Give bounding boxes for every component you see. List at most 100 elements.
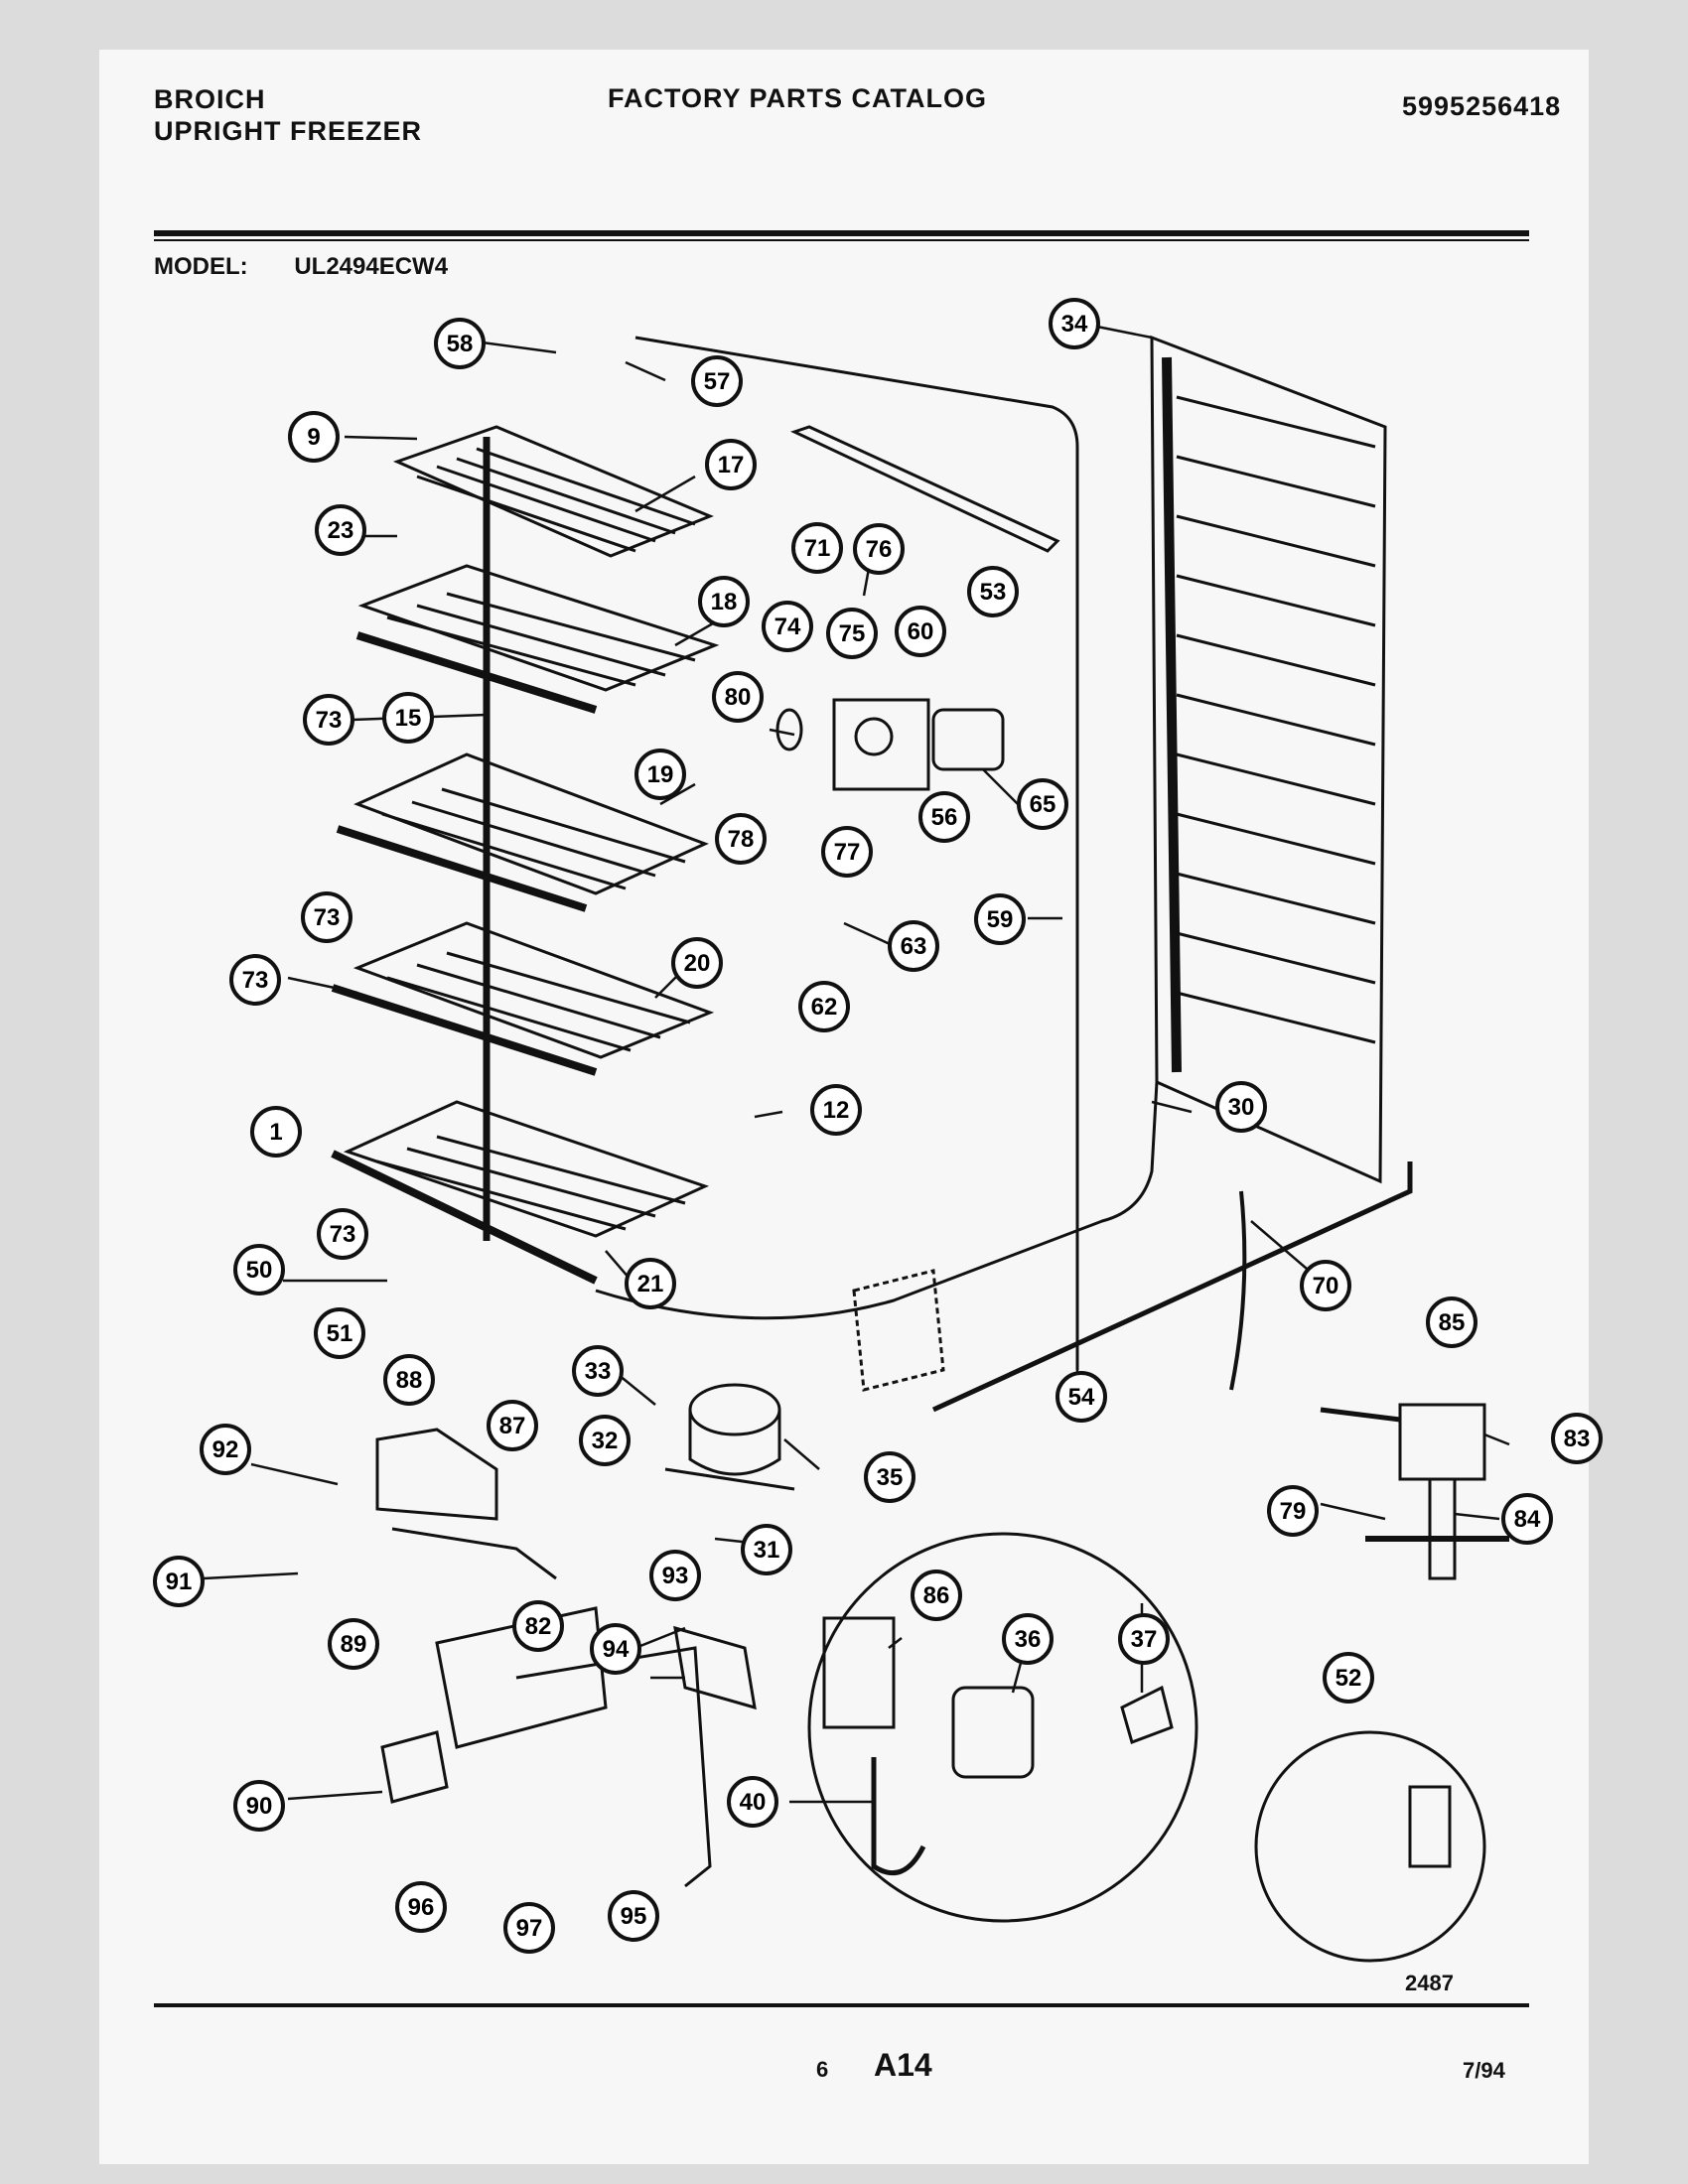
valve-stem-84	[1428, 1479, 1457, 1580]
callout-91: 91	[153, 1556, 205, 1607]
callout-73: 73	[301, 891, 352, 943]
callout-label: 83	[1564, 1426, 1591, 1452]
callout-label: 93	[662, 1563, 689, 1589]
callout-57: 57	[691, 355, 743, 407]
header-left: BROICH UPRIGHT FREEZER	[154, 83, 422, 147]
callout-label: 73	[314, 904, 341, 931]
callout-label: 80	[725, 684, 752, 711]
header-rule-thin	[154, 239, 1529, 241]
callout-label: 74	[774, 614, 801, 640]
callout-92: 92	[200, 1424, 251, 1475]
callout-label: 79	[1280, 1498, 1307, 1525]
callout-78: 78	[715, 813, 767, 865]
fan-housing-75	[832, 698, 930, 791]
defrost-timer-56	[931, 708, 1005, 771]
callout-79: 79	[1267, 1485, 1319, 1537]
control-cover-96	[380, 1730, 449, 1804]
callout-21: 21	[625, 1258, 676, 1309]
callout-80: 80	[712, 671, 764, 723]
footer-page-number: 6	[816, 2057, 829, 2082]
footer-section-code: A14	[874, 2047, 932, 2083]
drain-tube	[931, 1161, 1413, 1413]
callout-label: 50	[246, 1257, 273, 1284]
model-number: UL2494ECW4	[294, 253, 449, 280]
callout-52: 52	[1323, 1652, 1374, 1704]
callout-62: 62	[798, 981, 850, 1032]
callout-65: 65	[1017, 778, 1068, 830]
fan-motor-77	[854, 717, 894, 756]
callout-9: 9	[288, 411, 340, 463]
footer-date: 7/94	[1463, 2058, 1505, 2083]
relay-36	[951, 1686, 1035, 1779]
callout-label: 75	[839, 620, 866, 647]
callout-label: 63	[901, 933, 927, 960]
brand-name: BROICH	[154, 84, 266, 114]
compressor-35	[664, 1383, 795, 1491]
callout-label: 73	[316, 707, 343, 734]
callout-96: 96	[395, 1881, 447, 1933]
callout-label: 9	[307, 424, 320, 451]
callout-label: 54	[1068, 1384, 1095, 1411]
callout-label: 56	[931, 804, 958, 831]
callout-95: 95	[608, 1890, 659, 1942]
callout-20: 20	[671, 937, 723, 989]
callout-label: 12	[823, 1097, 850, 1124]
control-bracket	[515, 1646, 712, 1888]
callout-label: 91	[166, 1569, 193, 1595]
overload-37	[1120, 1685, 1174, 1744]
old-compressor-position	[852, 1269, 945, 1392]
callout-label: 53	[980, 579, 1007, 606]
callout-75: 75	[826, 608, 878, 659]
callout-label: 59	[987, 906, 1014, 933]
callout-50: 50	[233, 1244, 285, 1296]
callout-58: 58	[434, 318, 486, 369]
callout-56: 56	[918, 791, 970, 843]
callout-label: 36	[1015, 1626, 1042, 1653]
callout-97: 97	[503, 1902, 555, 1954]
relay-cover-86	[822, 1616, 896, 1729]
callout-label: 62	[811, 994, 838, 1021]
lock-detail-circle	[1254, 1730, 1486, 1963]
callout-label: 92	[212, 1436, 239, 1463]
callout-label: 97	[516, 1915, 543, 1942]
callout-label: 18	[711, 589, 738, 615]
baffle-76	[789, 425, 1060, 553]
drawing-id: 2487	[1405, 1971, 1454, 1995]
callout-label: 52	[1336, 1665, 1362, 1692]
callout-label: 85	[1439, 1309, 1466, 1336]
callout-31: 31	[741, 1524, 792, 1575]
callout-label: 20	[684, 950, 711, 977]
callout-53: 53	[967, 566, 1019, 617]
callout-37: 37	[1118, 1613, 1170, 1665]
callout-label: 78	[728, 826, 755, 853]
callout-73: 73	[317, 1208, 368, 1260]
callout-label: 21	[637, 1271, 664, 1297]
header-rule-thick	[154, 230, 1529, 236]
callout-label: 87	[499, 1413, 526, 1439]
callout-59: 59	[974, 893, 1026, 945]
callout-12: 12	[810, 1084, 862, 1136]
callout-label: 70	[1313, 1273, 1339, 1299]
callout-77: 77	[821, 826, 873, 878]
callout-18: 18	[698, 576, 750, 627]
callout-label: 19	[647, 761, 674, 788]
callout-label: 73	[242, 967, 269, 994]
condenser-coil-34	[1150, 335, 1387, 1184]
callout-30: 30	[1215, 1081, 1267, 1133]
callout-35: 35	[864, 1451, 915, 1503]
callout-label: 88	[396, 1367, 423, 1394]
callout-34: 34	[1049, 298, 1100, 349]
callout-label: 76	[866, 536, 893, 563]
callout-label: 86	[923, 1582, 950, 1609]
shelf-bar-73c	[331, 984, 598, 1076]
callout-23: 23	[315, 504, 366, 556]
callout-82: 82	[512, 1600, 564, 1652]
callout-label: 51	[327, 1320, 353, 1347]
shelf-17	[392, 425, 714, 558]
callout-label: 73	[330, 1221, 356, 1248]
callout-74: 74	[762, 601, 813, 652]
callout-32: 32	[579, 1415, 631, 1466]
valve-body-83	[1398, 1403, 1486, 1481]
